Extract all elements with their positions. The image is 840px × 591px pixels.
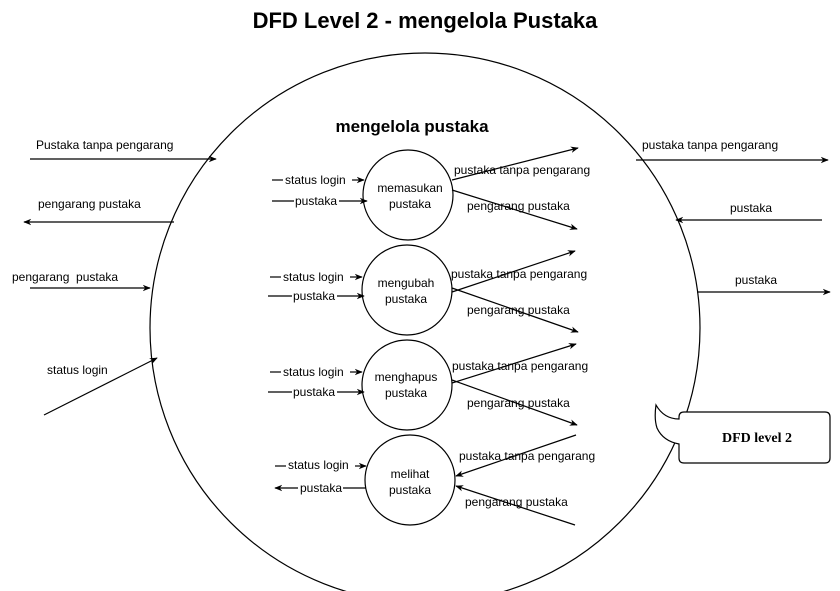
process-name-line1: menghapus: [375, 370, 438, 384]
flow-in-pustaka-tanpa-pengarang: [455, 434, 577, 477]
callout-bubble: [654, 403, 831, 464]
flow-label-out1: pustaka tanpa pengarang: [452, 359, 588, 373]
flow-out-pustaka-tanpa-pengarang: [451, 146, 579, 181]
flow-label-out-pengarang-pustaka: pengarang pustaka: [38, 197, 141, 211]
flow-label-in1: status login: [283, 270, 344, 284]
flow-label-out-pustaka: pustaka: [735, 273, 777, 287]
flow-label-in2: pustaka: [300, 481, 342, 495]
flow-label-out1: pustaka tanpa pengarang: [451, 267, 587, 281]
flow-label-out2: pengarang pustaka: [467, 303, 570, 317]
flow-label-in1: status login: [288, 458, 349, 472]
main-process-label: mengelola pustaka: [335, 117, 489, 136]
flow-label-in-pustaka-tanpa-pengarang: Pustaka tanpa pengarang: [36, 138, 173, 152]
flow-label-in-status-login: status login: [47, 363, 108, 377]
callout-text: DFD level 2: [722, 431, 792, 446]
process-name-line1: mengubah: [378, 276, 435, 290]
flow-out-pengarang-pustaka: [451, 189, 578, 230]
flow-out-pengarang-pustaka: [451, 379, 578, 426]
process-menghapus-pustaka: menghapus pustaka status login pustaka p…: [268, 339, 588, 431]
process-name-line2: pustaka: [385, 292, 427, 306]
process-name-line2: pustaka: [385, 386, 427, 400]
callout-note: DFD level 2: [654, 403, 831, 464]
flow-in-pengarang-pustaka: [455, 485, 576, 526]
flow-label-in1: status login: [285, 173, 346, 187]
flow-out-pustaka-tanpa-pengarang: [451, 343, 577, 384]
process-name-line2: pustaka: [389, 197, 431, 211]
flow-label-out1: pustaka tanpa pengarang: [459, 449, 595, 463]
flow-out-pustaka-tanpa-pengarang: [451, 250, 576, 293]
process-name-line1: melihat: [391, 467, 430, 481]
flow-label-in2: pustaka: [293, 289, 335, 303]
process-name-line1: memasukan: [377, 181, 442, 195]
process-circle: [362, 149, 454, 241]
process-name-line2: pustaka: [389, 483, 431, 497]
process-mengubah-pustaka: mengubah pustaka status login pustaka pu…: [268, 244, 587, 336]
diagram-title: DFD Level 2 - mengelola Pustaka: [253, 8, 599, 33]
process-circle: [364, 434, 456, 526]
process-memasukan-pustaka: memasukan pustaka status login pustaka p…: [272, 146, 590, 241]
flow-label-out2: pengarang pustaka: [467, 396, 570, 410]
flow-label-in-pustaka: pustaka: [730, 201, 772, 215]
flow-label-out1: pustaka tanpa pengarang: [454, 163, 590, 177]
process-melihat-pustaka: melihat pustaka status login pustaka pus…: [274, 434, 595, 526]
flow-label-out-pustaka-tanpa-pengarang: pustaka tanpa pengarang: [642, 138, 778, 152]
flow-label-in1: status login: [283, 365, 344, 379]
flow-label-out2: pengarang pustaka: [465, 495, 568, 509]
flow-out-pengarang-pustaka: [451, 287, 579, 333]
flow-label-in-pengarang-pustaka: pengarang pustaka: [12, 270, 118, 284]
flow-label-out2: pengarang pustaka: [467, 199, 570, 213]
process-circle: [361, 244, 453, 336]
process-circle: [361, 339, 453, 431]
flow-label-in2: pustaka: [295, 194, 337, 208]
flow-in-status-login: [43, 357, 158, 416]
flow-label-in2: pustaka: [293, 385, 335, 399]
